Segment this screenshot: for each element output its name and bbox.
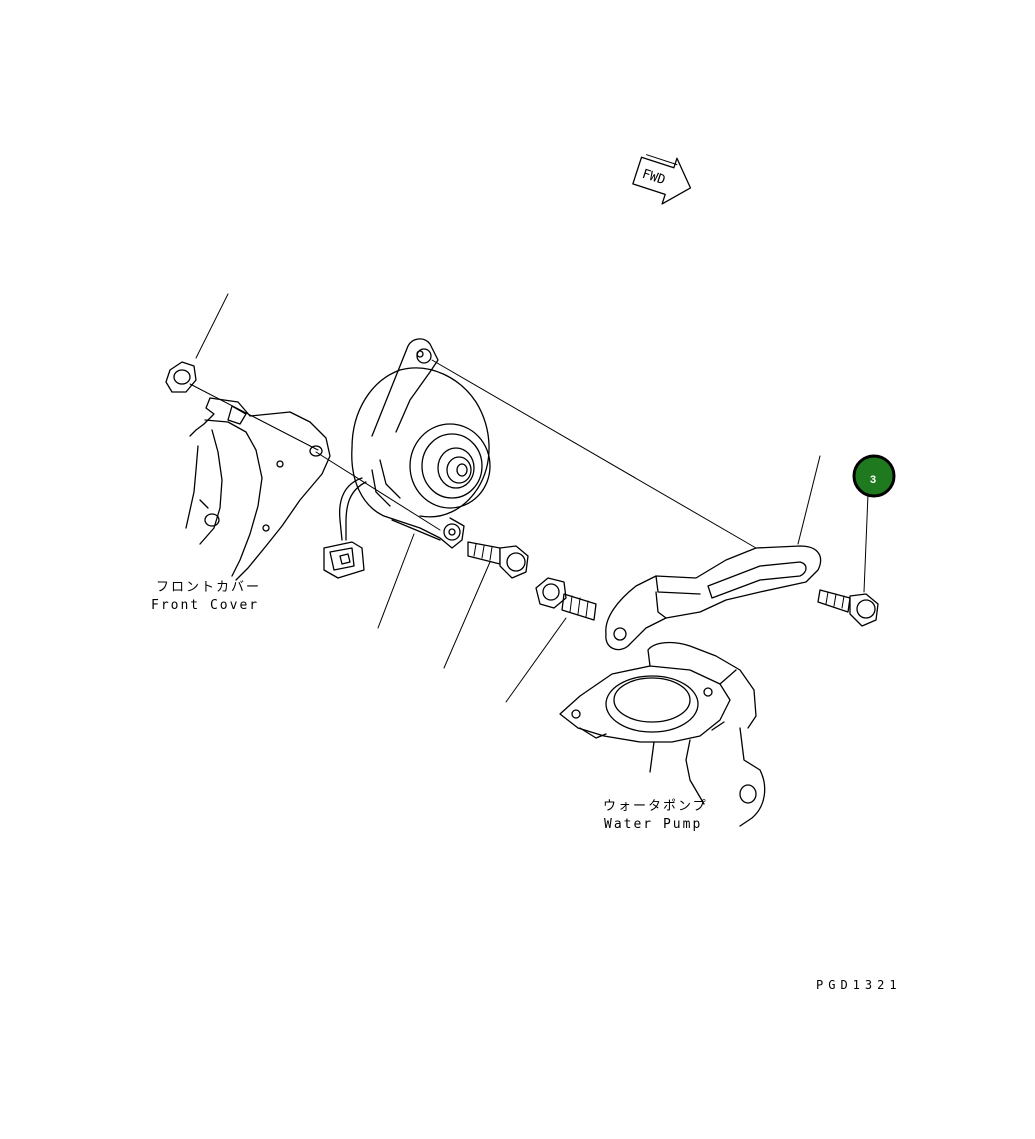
bolt-part-1	[467, 541, 529, 579]
figure-code: PGD1321	[816, 978, 902, 992]
front-cover-label-en: Front Cover	[151, 598, 260, 613]
adjust-stay-part	[605, 545, 822, 651]
front-cover-label-jp: フロントカバー	[156, 580, 262, 595]
alternator-part	[351, 338, 491, 549]
water-pump-label-jp: ウォータポンプ	[603, 799, 708, 814]
water-pump-label-en: Water Pump	[604, 817, 703, 832]
water-pump-part	[559, 641, 766, 827]
wire-harness-part	[323, 477, 367, 579]
callout-number: 3	[870, 474, 876, 486]
leader-lines	[189, 293, 869, 703]
nut-part	[165, 361, 197, 393]
callout-badge-3[interactable]: 3	[852, 454, 896, 498]
bolt-part-2	[535, 577, 597, 621]
callout-circle	[852, 454, 896, 498]
fwd-arrow-icon: FWD	[632, 154, 692, 205]
fwd-label: FWD	[640, 167, 667, 189]
front-cover-part	[185, 397, 331, 581]
bolt-part-3	[817, 589, 879, 627]
